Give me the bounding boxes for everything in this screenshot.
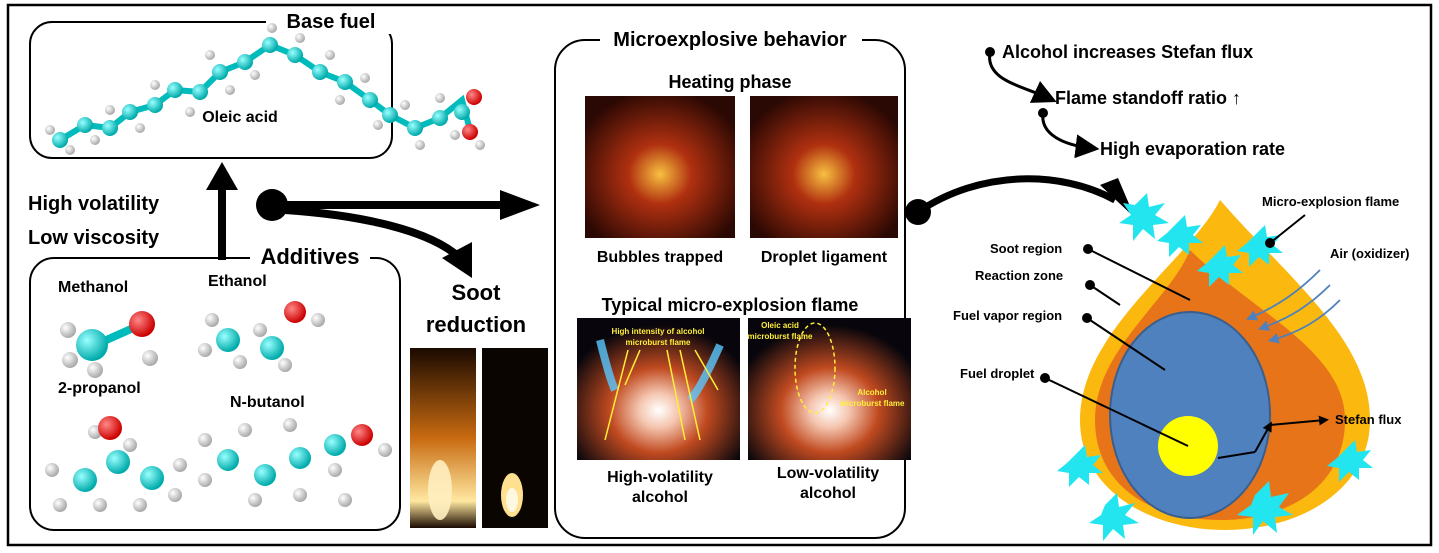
property-low-viscosity: Low viscosity [28,227,160,249]
micro-explosion-sparks [1057,193,1373,541]
high-intensity-annotation-2: microburst flame [626,338,691,347]
property-high-volatility: High volatility [28,193,160,215]
label-fuel-vapor-region: Fuel vapor region [953,308,1062,323]
label-fuel-droplet: Fuel droplet [960,366,1035,381]
additive-ethanol: Ethanol [208,273,267,290]
base-fuel-box: Base fuel Oleic acid [29,8,485,159]
label-reaction-zone: Reaction zone [975,268,1063,283]
droplet-flame-diagram: Micro-explosion flame Air (oxidizer) Soo… [953,193,1409,541]
bubbles-trapped-photo [585,96,735,238]
microexplosive-title: Microexplosive behavior [613,29,847,51]
soot-label-line1: Soot [452,280,502,305]
arrowhead-to-microexplosive [500,190,540,220]
additives-title: Additives [260,244,359,269]
oleic-acid-molecule [45,23,485,155]
typical-flame-title: Typical micro-explosion flame [602,295,859,315]
additive-n-butanol: N-butanol [230,394,305,411]
additive-2-propanol: 2-propanol [58,380,141,397]
ethanol-molecule [198,301,325,372]
alcohol-annotation-2: microburst flame [840,399,905,408]
high-volatility-caption-2: alcohol [632,489,688,506]
oleic-acid-annotation-1: Oleic acid [761,321,799,330]
label-stefan-flux: Stefan flux [1335,412,1402,427]
methanol-molecule [60,311,158,378]
2-propanol-molecule [45,416,187,512]
soot-label-line2: reduction [426,312,526,337]
label-micro-explosion-flame: Micro-explosion flame [1262,194,1399,209]
fuel-vapor-region-shape [1109,311,1271,519]
n-butanol-molecule [198,418,392,507]
arrow-to-soot [284,206,463,262]
microexplosive-box: Microexplosive behavior Heating phase Bu… [554,24,911,539]
up-arrowhead [206,162,238,190]
label-soot-region: Soot region [990,241,1062,256]
chain-step-3: High evaporation rate [1100,139,1285,159]
oleic-acid-annotation-2: microburst flame [748,332,813,341]
low-volatility-flame-photo [748,318,911,460]
droplet-ligament-photo [750,96,898,238]
chain-step-1: Alcohol increases Stefan flux [1002,42,1253,62]
additive-methanol: Methanol [58,279,128,296]
high-volatility-caption-1: High-volatility [607,469,713,486]
heating-phase-title: Heating phase [668,72,791,92]
low-volatility-caption-2: alcohol [800,485,856,502]
alcohol-annotation-1: Alcohol [857,388,886,397]
additives-box: Additives Methanol Ethanol 2-propanol N-… [29,242,401,531]
low-volatility-caption-1: Low-volatility [777,465,879,482]
bubbles-trapped-caption: Bubbles trapped [597,249,723,266]
high-intensity-annotation-1: High intensity of alcohol [612,327,705,336]
mechanism-chain: Alcohol increases Stefan flux Flame stan… [985,42,1285,159]
droplet-ligament-caption: Droplet ligament [761,249,888,266]
arrowhead-to-soot [442,242,472,278]
chain-step-2: Flame standoff ratio ↑ [1055,88,1241,108]
label-air-oxidizer: Air (oxidizer) [1330,246,1409,261]
base-fuel-title: Base fuel [287,11,376,33]
arrow-to-flame-diagram [916,175,1117,215]
oleic-acid-label: Oleic acid [202,109,278,126]
